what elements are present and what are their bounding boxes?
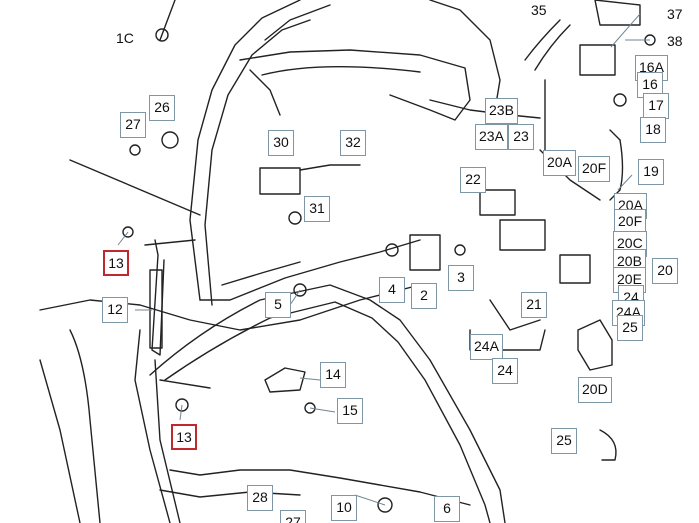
label-25-lower: 25: [551, 428, 577, 454]
label-28: 28: [247, 485, 273, 511]
label-31: 31: [304, 196, 330, 222]
label-5: 5: [265, 292, 291, 318]
label-3: 3: [448, 265, 474, 291]
label-13-upper: 13: [103, 250, 129, 276]
label-30: 30: [268, 130, 294, 156]
label-15: 15: [337, 398, 363, 424]
label-38: 38: [667, 33, 683, 49]
label-20: 20: [652, 258, 678, 284]
label-18: 18: [640, 117, 666, 143]
label-13-lower: 13: [171, 424, 197, 450]
label-20A: 20A: [543, 150, 576, 176]
label-24A: 24A: [470, 334, 503, 360]
label-35: 35: [531, 2, 547, 18]
label-23B: 23B: [485, 98, 518, 124]
label-12: 12: [102, 297, 128, 323]
label-23: 23: [508, 124, 534, 150]
label-4: 4: [379, 277, 405, 303]
label-1C: 1C: [116, 30, 134, 46]
label-26: 26: [149, 95, 175, 121]
label-21: 21: [521, 292, 547, 318]
label-20D: 20D: [578, 377, 612, 403]
label-20F-right: 20F: [614, 209, 647, 235]
label-2: 2: [411, 283, 437, 309]
label-24: 24: [492, 358, 518, 384]
label-6: 6: [434, 496, 460, 522]
label-25-right: 25: [617, 315, 643, 341]
label-32: 32: [340, 130, 366, 156]
label-37: 37: [667, 6, 683, 22]
label-20F: 20F: [578, 156, 611, 182]
label-27: 27: [120, 112, 146, 138]
label-27-bottom: 27: [280, 510, 306, 523]
label-19: 19: [638, 159, 664, 185]
label-17: 17: [643, 93, 669, 119]
label-14: 14: [320, 362, 346, 388]
label-10: 10: [331, 495, 357, 521]
label-22: 22: [460, 167, 486, 193]
label-23A: 23A: [475, 124, 508, 150]
